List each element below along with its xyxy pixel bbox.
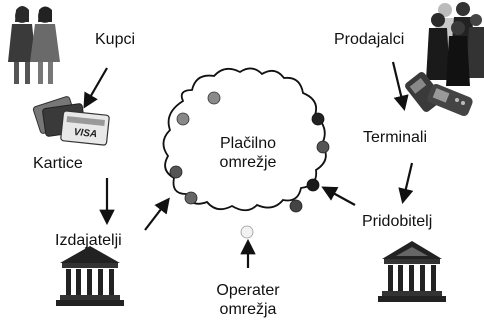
network-node-icon bbox=[306, 178, 320, 192]
network-title-line2: omrežje bbox=[219, 154, 277, 171]
buyers-people-icon bbox=[8, 6, 60, 84]
acquirer-label: Pridobitelj bbox=[362, 213, 433, 230]
arrow-icon bbox=[321, 186, 356, 206]
buyers-label: Kupci bbox=[95, 31, 136, 48]
network-title-line1: Plačilno bbox=[219, 135, 277, 152]
network-node-icon bbox=[240, 225, 254, 239]
network-node-icon bbox=[207, 91, 221, 105]
network-operator-line2: omrežja bbox=[219, 301, 277, 318]
issuers-label: Izdajatelji bbox=[55, 232, 122, 249]
terminals-label: Terminali bbox=[363, 129, 428, 146]
arrow-icon bbox=[83, 67, 108, 109]
cards-label: Kartice bbox=[33, 155, 83, 172]
credit-cards-icon: VISA bbox=[32, 96, 110, 146]
card-brand-text: VISA bbox=[73, 127, 97, 140]
network-node-icon bbox=[311, 112, 325, 126]
sellers-crowd-icon bbox=[426, 2, 484, 86]
network-node-icon bbox=[316, 140, 330, 154]
sellers-label: Prodajalci bbox=[334, 31, 405, 48]
acquirer-bank-icon bbox=[378, 241, 446, 302]
network-operator-label: Operater omrežja bbox=[196, 281, 300, 319]
network-node-icon bbox=[169, 165, 183, 179]
network-node-icon bbox=[176, 112, 190, 126]
network-operator-line1: Operater bbox=[216, 282, 280, 299]
issuer-bank-icon bbox=[56, 246, 124, 306]
arrow-icon bbox=[144, 197, 170, 231]
network-node-icon bbox=[289, 199, 303, 213]
network-title: Plačilno omrežje bbox=[200, 134, 296, 172]
network-node-icon bbox=[184, 191, 198, 205]
network-nodes bbox=[169, 91, 330, 239]
arrow-icon bbox=[391, 61, 409, 111]
arrow-icon bbox=[398, 162, 414, 204]
payment-terminal-icon bbox=[405, 72, 473, 117]
flow-arrows bbox=[83, 61, 414, 268]
